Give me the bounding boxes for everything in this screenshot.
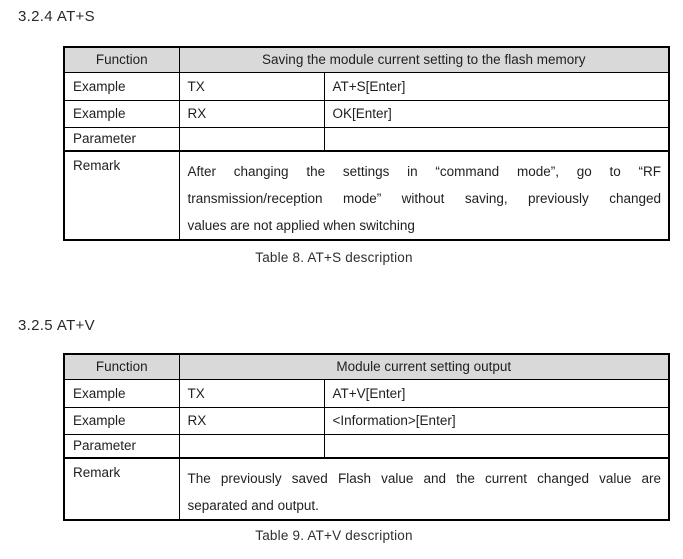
section-number: 3.2.4 [18,8,53,25]
row-label-cell: Example [63,71,180,101]
row-sub-cell [178,433,325,459]
table-row-example-rx: Example RX <Information>[Enter] [63,406,670,435]
row-label-cell: Remark [63,457,180,521]
row-sub-cell [178,126,325,152]
section-number: 3.2.5 [18,317,53,334]
section-title: AT+V [56,317,95,334]
row-label-cell: Parameter [63,433,180,459]
table-row-example-tx: Example TX AT+V[Enter] [63,378,670,408]
section-title: AT+S [56,8,95,25]
table-row-example-tx: Example TX AT+S[Enter] [63,71,670,101]
table-row-remark: Remark The previously saved Flash value … [63,457,670,521]
table-row-remark: Remark After changing the settings in “c… [63,150,670,241]
remark-text-cell: The previously saved Flash value and the… [178,457,670,521]
row-value-cell: <Information>[Enter] [323,406,670,435]
table-9-caption: Table 9. AT+V description [255,528,413,543]
description-header-cell: Module current setting output [178,353,670,380]
row-value-cell: AT+S[Enter] [323,71,670,101]
description-header-cell: Saving the module current setting to the… [178,46,670,73]
remark-line: separated and output. [187,498,319,513]
row-sub-cell: TX [178,71,325,101]
table-8-caption: Table 8. AT+S description [255,250,413,265]
function-header-cell: Function [63,353,180,380]
row-label-cell: Remark [63,150,180,241]
table-row-example-rx: Example RX OK[Enter] [63,99,670,128]
remark-text-cell: After changing the settings in “command … [178,150,670,241]
remark-line: values are not applied when switching [187,218,415,233]
table-row-parameter: Parameter [63,126,670,152]
at-v-description-table: Function Module current setting output E… [63,353,671,521]
table-row-parameter: Parameter [63,433,670,459]
remark-line: The previously saved Flash value and the… [187,471,662,486]
row-value-cell [323,126,670,152]
row-label-cell: Parameter [63,126,180,152]
remark-line: transmission/reception mode” without sav… [187,191,662,206]
row-sub-cell: RX [178,406,325,435]
row-value-cell: AT+V[Enter] [323,378,670,408]
at-s-description-table: Function Saving the module current setti… [63,46,671,241]
row-value-cell: OK[Enter] [323,99,670,128]
remark-line: After changing the settings in “command … [187,164,662,179]
row-value-cell [323,433,670,459]
row-label-cell: Example [63,99,180,128]
table-header-row: Function Module current setting output [63,353,670,380]
row-sub-cell: TX [178,378,325,408]
table-header-row: Function Saving the module current setti… [63,46,670,73]
row-label-cell: Example [63,406,180,435]
function-header-cell: Function [63,46,180,73]
row-label-cell: Example [63,378,180,408]
row-sub-cell: RX [178,99,325,128]
